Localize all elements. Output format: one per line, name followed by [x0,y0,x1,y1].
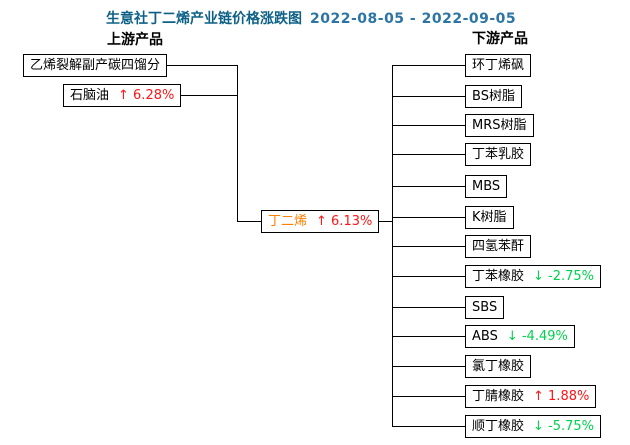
connector-line [392,186,472,187]
connector-line [392,396,472,397]
node-downstream-br: 顺丁橡胶 ↓ -5.75% [465,415,602,438]
node-downstream-sbr: 丁苯橡胶 ↓ -2.75% [465,265,602,288]
connector-line [392,366,472,367]
node-label: SBS [472,300,498,315]
node-label: MRS树脂 [472,118,527,133]
node-label: 氯丁橡胶 [472,359,525,374]
node-downstream-k-resin: K树脂 [465,206,514,229]
node-downstream-tha: 四氢苯酐 [465,235,532,258]
page-title: 生意社丁二烯产业链价格涨跌图 2022-08-05 - 2022-09-05 [106,8,516,28]
node-downstream-sbs: SBS [465,296,505,319]
node-downstream-cr: 氯丁橡胶 [465,355,532,378]
node-downstream-sulfolene: 环丁烯砜 [465,54,532,77]
connector-line [392,217,472,218]
downstream-header: 下游产品 [472,31,528,47]
price-change-down: ↓ -2.75% [533,269,595,284]
node-label: 丁苯乳胶 [472,147,525,162]
node-center-butadiene: 丁二烯 ↑ 6.13% [261,210,380,233]
node-upstream-c4-fraction: 乙烯裂解副产碳四馏分 [23,54,168,77]
price-change-down: ↓ -4.49% [506,329,568,344]
node-downstream-bs-resin: BS树脂 [465,85,522,108]
node-label: 顺丁橡胶 [472,419,525,434]
price-change-up: ↑ 6.28% [118,88,175,103]
node-label: 乙烯裂解副产碳四馏分 [30,58,161,73]
node-label: ABS [472,329,498,344]
node-label: 石脑油 [70,88,110,103]
node-downstream-nbr: 丁腈橡胶 ↑ 1.88% [465,385,597,408]
node-downstream-mbs: MBS [465,175,508,198]
node-upstream-naphtha: 石脑油 ↑ 6.28% [63,84,182,107]
connector-line [392,154,472,155]
node-label: 丁腈橡胶 [472,389,525,404]
connector-line [392,125,472,126]
node-label: MBS [472,179,501,194]
price-change-up: ↑ 6.13% [316,214,373,229]
upstream-header: 上游产品 [107,32,163,48]
node-label: BS树脂 [472,89,515,104]
node-downstream-mrs-resin: MRS树脂 [465,114,534,137]
node-label: 丁苯橡胶 [472,269,525,284]
node-downstream-sb-latex: 丁苯乳胶 [465,143,532,166]
connector-line [392,336,472,337]
node-label: 丁二烯 [268,214,308,229]
price-change-down: ↓ -5.75% [533,419,595,434]
node-label: 环丁烯砜 [472,58,525,73]
upstream-trunk-line [237,65,238,222]
connector-line [392,307,472,308]
connector-line [392,65,472,66]
price-change-up: ↑ 1.88% [533,389,590,404]
title-text: 生意社丁二烯产业链价格涨跌图 [106,11,302,27]
connector-line [392,246,472,247]
connector-line [392,276,472,277]
connector-line [100,65,237,66]
node-label: K树脂 [472,210,507,225]
connector-line [392,426,472,427]
connector-line [392,96,472,97]
title-date-range: 2022-08-05 - 2022-09-05 [310,11,517,27]
node-label: 四氢苯酐 [472,239,525,254]
node-downstream-abs: ABS ↓ -4.49% [465,325,575,348]
